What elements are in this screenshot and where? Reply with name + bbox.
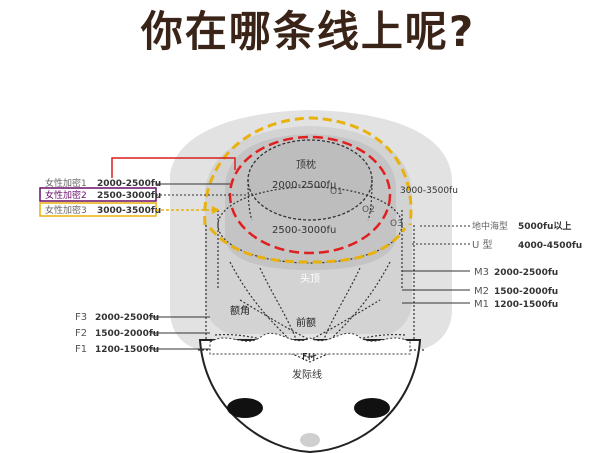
left-f-labels: F3 2000-2500fu F2 1500-2000fu F1 1200-15… <box>75 312 210 355</box>
type-u-code: U 型 <box>472 238 493 251</box>
crown-label: 顶枕 <box>296 158 316 171</box>
crown-range-label: 2000-2500fu <box>272 180 336 191</box>
type-m2-code: M2 <box>474 286 489 297</box>
f3-code: F3 <box>75 312 87 323</box>
right-type-labels: 地中海型 5000fu以上 U 型 4000-4500fu M3 2000-25… <box>402 220 582 310</box>
page-title: 你在哪条线上呢? <box>140 7 476 56</box>
temple-label: 额角 <box>230 304 250 317</box>
yellow-dashed-ring <box>203 116 413 226</box>
type-m1-range: 1200-1500fu <box>494 300 558 310</box>
type-mediterranean-range: 5000fu以上 <box>518 220 571 232</box>
hairline-label: 发际线 <box>292 368 322 381</box>
type-mediterranean-code: 地中海型 <box>472 220 508 232</box>
mid-range-label: 2500-3000fu <box>272 225 336 236</box>
female-label-3: 女性加密3 <box>45 204 87 216</box>
female-label-2: 女性加密2 <box>45 189 87 201</box>
f2-code: F2 <box>75 328 87 339</box>
hairline-wave <box>209 332 411 355</box>
female-label-1: 女性加密1 <box>45 177 87 189</box>
top-head-label: 头顶 <box>300 273 320 285</box>
female-range-1: 2000-2500fu <box>97 179 161 189</box>
type-u-range: 4000-4500fu <box>518 241 582 251</box>
f1-code: F1 <box>75 344 87 355</box>
marker-o3: O3 <box>390 219 403 229</box>
f1-range: 1200-1500fu <box>95 345 159 355</box>
f2-range: 1500-2000fu <box>95 329 159 339</box>
female-range-3: 3000-3500fu <box>97 206 161 216</box>
chin-mark <box>300 433 320 447</box>
type-m2-range: 1500-2000fu <box>494 287 558 297</box>
type-m3-code: M3 <box>474 267 489 278</box>
side-range-label: 3000-3500fu <box>400 186 458 196</box>
marker-o1: O1 <box>330 187 343 197</box>
type-m1-code: M1 <box>474 299 489 310</box>
female-1-connector <box>111 157 236 178</box>
yellow-dashed-ring-bottom <box>208 227 407 264</box>
right-ear-shadow <box>354 398 390 418</box>
face-area <box>198 339 422 453</box>
left-ear-shadow <box>227 398 263 418</box>
female-range-2: 2500-3000fu <box>97 191 161 201</box>
female-density-labels: 女性加密1 2000-2500fu 女性加密2 2500-3000fu 女性加密… <box>39 177 161 217</box>
type-m3-range: 2000-2500fu <box>494 268 558 278</box>
fh-label: FH <box>302 352 315 363</box>
forehead-label: 前额 <box>296 316 316 329</box>
f3-range: 2000-2500fu <box>95 313 159 323</box>
marker-o2: O2 <box>362 205 375 215</box>
